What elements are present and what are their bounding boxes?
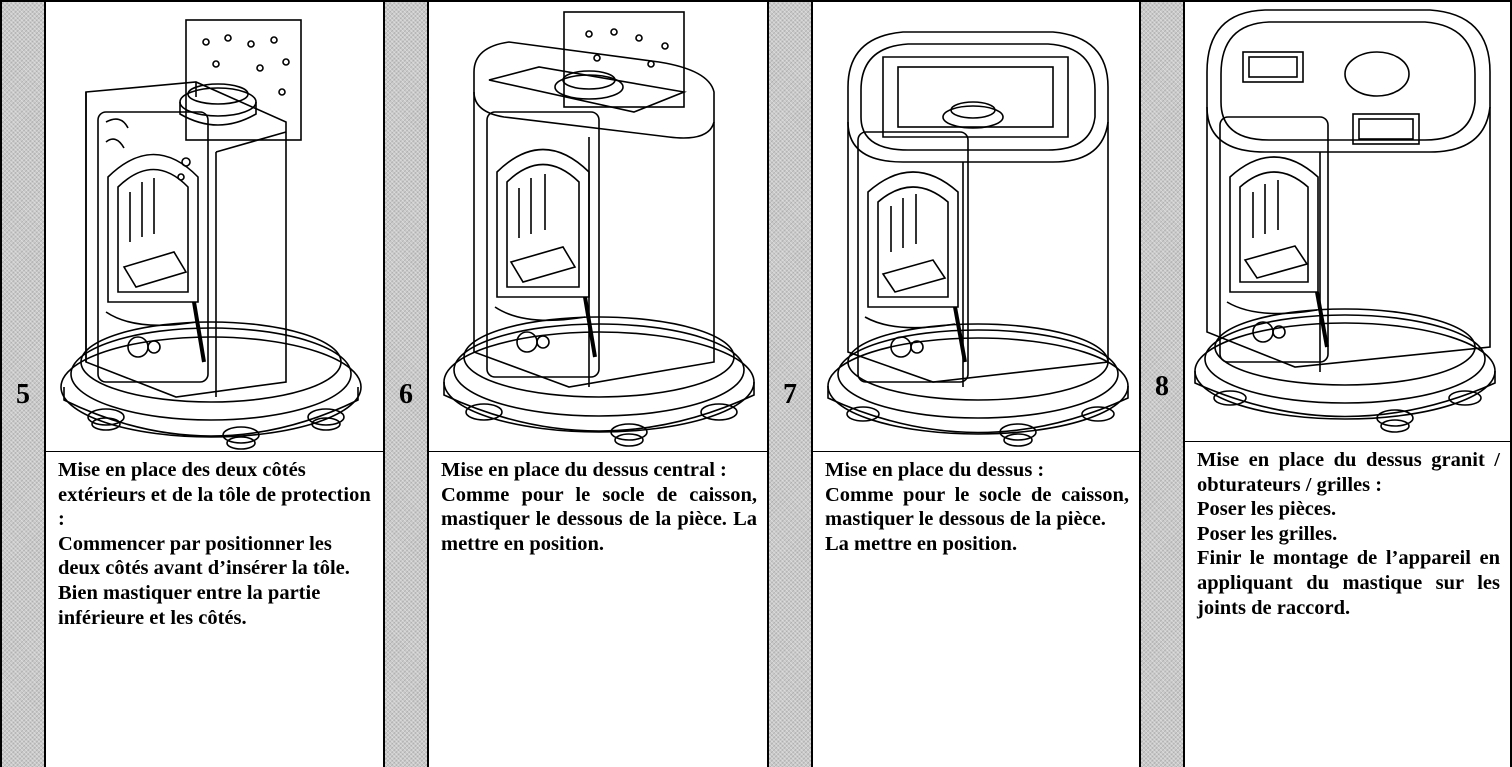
step-7-number: 7 (783, 379, 797, 410)
step-7-strip: 7 (769, 2, 813, 767)
step-5-line: Bien mastiquer entre la partie inférieur… (58, 581, 321, 629)
stove-sides-drawing (60, 19, 362, 450)
stove-central-top-drawing (443, 11, 755, 447)
step-6-panel: Mise en place du dessus central : Comme … (429, 2, 769, 767)
step-5-line: Commencer par positionner les deux côtés… (58, 532, 350, 580)
stove-top-drawing (827, 31, 1129, 447)
step-8-line: Mise en place du dessus granit / obturat… (1197, 449, 1500, 496)
step-5-strip: 5 (2, 2, 46, 767)
stove-granite-top-drawing (1194, 9, 1496, 433)
step-6-strip: 6 (385, 2, 429, 767)
step-8-strip: 8 (1141, 2, 1185, 767)
step-8-panel: Mise en place du dessus granit / obturat… (1185, 2, 1512, 767)
step-6-text: Mise en place du dessus central : Comme … (429, 452, 767, 556)
step-8-illustration (1185, 2, 1510, 442)
step-8-line: Poser les grilles. (1197, 522, 1338, 545)
step-8-number: 8 (1155, 371, 1169, 402)
step-5-text: Mise en place des deux côtés extérieurs … (46, 452, 383, 630)
step-6-number: 6 (399, 379, 413, 410)
step-7-panel: Mise en place du dessus : Comme pour le … (813, 2, 1141, 767)
step-7-line: Mise en place du dessus : (825, 459, 1045, 481)
step-8-line: Finir le montage de l’appareil en appliq… (1197, 547, 1500, 619)
step-7-line: La mettre en position. (825, 532, 1018, 555)
step-5-line: Mise en place des deux côtés extérieurs … (58, 459, 371, 531)
step-6-line: Mise en place du dessus central : (441, 459, 727, 481)
step-8-text: Mise en place du dessus granit / obturat… (1185, 442, 1510, 620)
step-5-illustration (46, 2, 383, 452)
step-7-line: Comme pour le socle de caisson, mastique… (825, 483, 1129, 531)
step-8-line: Poser les pièces. (1197, 498, 1337, 521)
step-7-illustration (813, 2, 1139, 452)
step-6-illustration (429, 2, 767, 452)
step-5-number: 5 (16, 379, 30, 410)
step-7-text: Mise en place du dessus : Comme pour le … (813, 452, 1139, 556)
step-5-panel: Mise en place des deux côtés extérieurs … (46, 2, 385, 767)
step-6-line: Comme pour le socle de caisson, mastique… (441, 483, 757, 555)
